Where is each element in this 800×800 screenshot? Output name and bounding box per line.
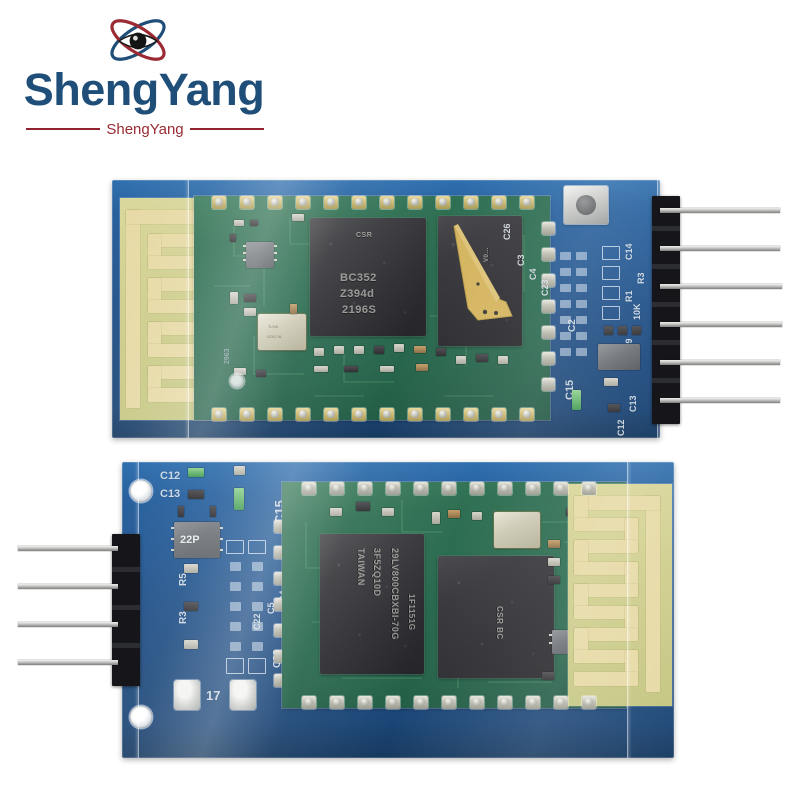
- pin-3-front: [660, 284, 782, 289]
- silk-c13-front: C13: [628, 395, 638, 412]
- brand-subtitle-row: ShengYang: [26, 120, 265, 138]
- silk-c12-front: C12: [616, 419, 626, 436]
- pin-4-back: [18, 660, 118, 665]
- chip-marking-csr: CSR: [356, 232, 373, 239]
- crystal-oscillator-back: [494, 512, 540, 548]
- tact-switch-icon-front[interactable]: [564, 186, 608, 224]
- pin-1-back: [18, 546, 118, 551]
- pin-4-front: [660, 322, 782, 327]
- brand-rule-right: [189, 128, 265, 130]
- chip-marking-lot: Z394d: [340, 288, 375, 300]
- brand-logo: ShengYang ShengYang: [8, 8, 280, 140]
- pin-6-front: [660, 398, 780, 403]
- regulator-soic8-front: [598, 344, 640, 370]
- silk-r5-back: R5: [178, 573, 189, 586]
- brand-wordmark-text: ShengYang: [23, 64, 265, 115]
- flash-marking-lot: 3F5ZQ10D: [372, 548, 382, 597]
- pin-2-back: [18, 584, 118, 589]
- silk-17-back: 17: [206, 688, 221, 703]
- silk-10k-front: 10K: [632, 303, 642, 320]
- bt-chip-marking: CSR BC: [495, 606, 504, 640]
- solder-blob-1-back: [174, 680, 200, 710]
- gold-bond-trace-icon: [453, 224, 513, 321]
- pin-5-front: [660, 360, 780, 365]
- brand-wordmark: ShengYang: [8, 66, 280, 114]
- bluetooth-chip-back: CSR BC: [438, 556, 554, 678]
- pin-header-body-front: [652, 196, 680, 424]
- chip-marking-date: 2196S: [342, 304, 377, 316]
- solder-blob-2-back: [230, 680, 256, 710]
- soic-marking-22p: 22P: [180, 534, 200, 546]
- flash-memory-chip-back: 29LV800CBXBI-70G 3F5ZQ10D TAIWAN 1F1151G: [320, 534, 424, 674]
- silk-c3-front: C3: [516, 254, 526, 266]
- silk-c23-front: C23: [540, 279, 550, 296]
- crystal-marking-1: 7LHA: [268, 324, 279, 329]
- silk-c13-back: C13: [160, 488, 181, 500]
- eye-in-orbit-icon: [90, 10, 186, 72]
- silk-c4-front: C4: [528, 268, 538, 280]
- led-indicator-back: [188, 468, 204, 477]
- silk-c12-back: C12: [160, 470, 181, 482]
- silk-c26-front: C26: [502, 223, 512, 240]
- module-silk-front: 2963: [224, 348, 231, 364]
- silk-r3-front: R3: [636, 272, 646, 284]
- mounting-hole-top-back: [130, 480, 152, 502]
- mounting-hole-bottom-back: [130, 706, 152, 728]
- soic-22p-back: [171, 522, 223, 558]
- rf-module-subboard-front: CSR BC352 Z394d 2196S V0...: [194, 196, 550, 420]
- flash-marking-origin: TAIWAN: [356, 548, 366, 586]
- pin-2-front: [660, 246, 780, 251]
- via-pad-front: [230, 374, 244, 388]
- bluetooth-module-back: C12 C13 C15 C1 C3 C21 C4 C5 C22 C23 R5 R…: [122, 462, 674, 758]
- flash-marking-part: 29LV800CBXBI-70G: [390, 548, 400, 640]
- regulator-soic-front: [243, 242, 277, 268]
- brand-rule-left: [26, 128, 101, 130]
- pin-3-back: [18, 622, 118, 627]
- shield-chip-front: V0...: [438, 216, 522, 346]
- led-indicator-front: [572, 390, 581, 410]
- bluetooth-module-front: CSR BC352 Z394d 2196S V0...: [112, 180, 660, 438]
- shield-chip-marking: V0...: [484, 247, 490, 262]
- crystal-marking-2: GOO`9L: [267, 334, 283, 339]
- silk-c14-front: C14: [624, 243, 634, 260]
- brand-subtitle-text: ShengYang: [106, 120, 184, 138]
- silk-r3-back: R3: [178, 611, 189, 624]
- bluetooth-main-chip-front: CSR BC352 Z394d 2196S: [310, 218, 426, 336]
- flash-marking-code: 1F1151G: [407, 594, 416, 631]
- pin-1-front: [660, 208, 780, 213]
- chip-marking-bc352: BC352: [340, 272, 377, 284]
- crystal-oscillator-front: 7LHA GOO`9L: [258, 314, 306, 350]
- silk-r1-front: R1: [624, 290, 634, 302]
